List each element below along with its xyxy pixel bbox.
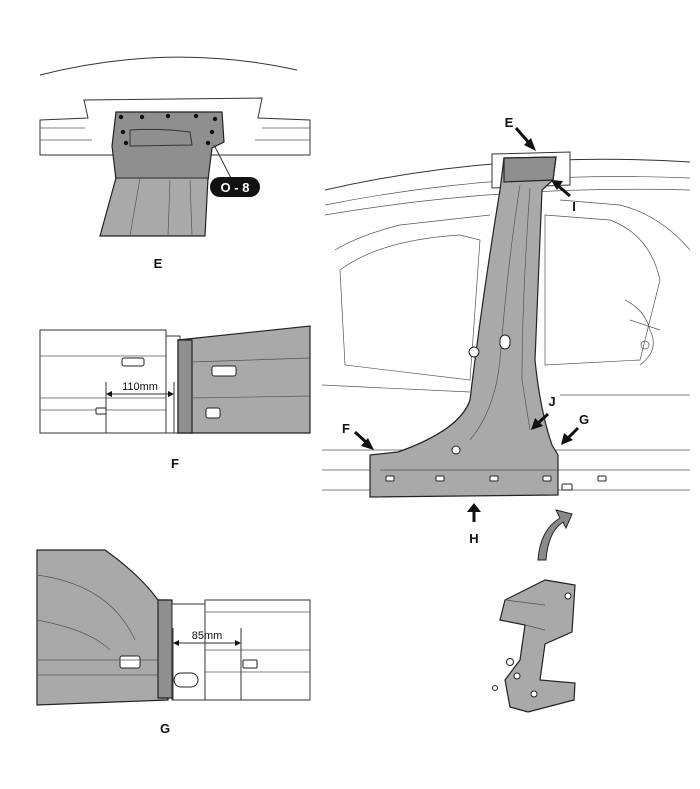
reinforcement-bracket [492,579,576,713]
detail-view-g: 85mm G [36,549,311,736]
arrow-j: J [531,394,556,430]
arrow-h: H [467,503,481,546]
arrow-label-e: E [505,115,514,130]
callout-o8-label: O - 8 [221,180,250,195]
arrow-f: F [342,421,374,450]
spot-weld-points [118,113,218,146]
arrow-e: E [505,115,536,151]
main-b-pillar-view: E I F J G H [321,115,691,546]
curved-transition-arrow [537,509,573,561]
view-label-f: F [171,456,179,471]
view-label-g: G [160,721,170,736]
callout-o8-badge: O - 8 [210,177,260,197]
detail-view-e: O - 8 E [39,56,311,271]
detail-view-f: 110mm F [39,325,311,471]
arrow-g: G [561,412,589,445]
arrow-label-g: G [579,412,589,427]
dimension-85mm: 85mm [192,630,223,642]
view-label-e: E [154,256,163,271]
arrow-i: I [551,180,576,214]
arrow-label-h: H [469,531,478,546]
arrow-label-f: F [342,421,350,436]
arrow-label-j: J [548,394,555,409]
arrow-label-i: I [572,199,576,214]
dimension-110mm: 110mm [122,381,158,393]
